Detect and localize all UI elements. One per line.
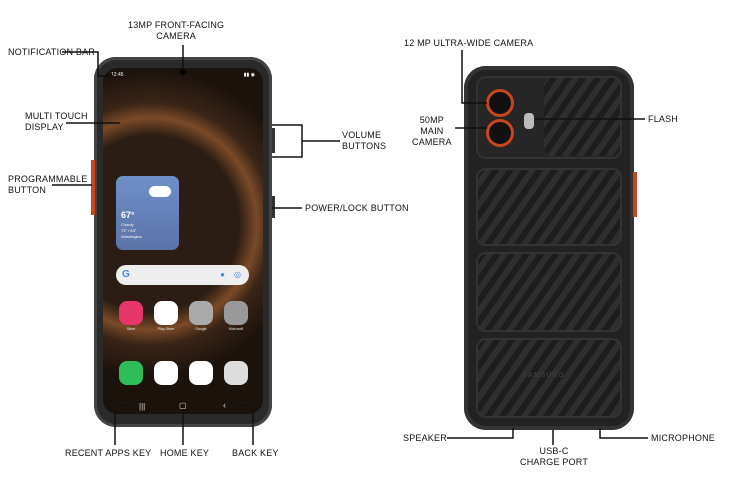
weather-city: Washington: [121, 234, 142, 239]
back-key[interactable]: ‹: [223, 400, 226, 410]
mic-icon[interactable]: ●: [220, 270, 225, 279]
label-notification-bar: NOTIFICATION BAR: [8, 47, 96, 57]
label-flash: FLASH: [648, 114, 679, 124]
app-label: Google: [195, 327, 207, 331]
app-label: Play Store: [157, 327, 175, 331]
label-back-key: BACK KEY: [232, 448, 279, 458]
label-front-camera: 13MP FRONT-FACING CAMERA: [128, 20, 225, 41]
status-time: 12:45: [111, 72, 124, 78]
label-programmable-button: PROGRAMMABLE BUTTON: [8, 174, 88, 195]
phone-front: 12:45 ▮▮ ◉ 67° Cloudy 73° / 63° Washingt…: [94, 57, 272, 427]
messages-app-icon[interactable]: [154, 361, 178, 385]
label-ultra-wide-camera: 12 MP ULTRA-WIDE CAMERA: [404, 38, 534, 48]
status-icons: ▮▮ ◉: [243, 72, 255, 78]
weather-range: 73° / 63°: [121, 228, 137, 233]
phone-back: SAMSUNG: [464, 66, 634, 430]
weather-condition: Cloudy: [121, 222, 134, 227]
label-home-key: HOME KEY: [160, 448, 210, 458]
programmable-button-back: [633, 172, 637, 217]
grip-texture: [544, 78, 620, 156]
lens-icon[interactable]: ◎: [234, 270, 241, 279]
phone-app-icon[interactable]: [119, 361, 143, 385]
programmable-button: [91, 160, 95, 215]
label-power-lock-button: POWER/LOCK BUTTON: [305, 203, 409, 213]
chrome-icon[interactable]: [189, 361, 213, 385]
grip-panel: [476, 168, 622, 246]
google-icon: G: [122, 269, 130, 280]
play-store-icon[interactable]: [154, 301, 178, 325]
weather-widget[interactable]: 67° Cloudy 73° / 63° Washington: [116, 176, 179, 250]
grip-panel: [476, 252, 622, 332]
google-search-bar[interactable]: G ● ◎: [116, 265, 249, 285]
volume-button: [272, 128, 275, 153]
weather-temp: 67°: [121, 210, 135, 220]
cloud-icon: [149, 186, 171, 197]
brand-logo: SAMSUNG: [522, 372, 565, 379]
front-camera-hole: [180, 69, 186, 75]
app-label: Microsoft: [228, 327, 244, 331]
home-key[interactable]: ▢: [179, 401, 187, 410]
recent-apps-key[interactable]: |||: [139, 402, 146, 411]
power-button: [272, 196, 275, 218]
label-usb-c: USB-C CHARGE PORT: [520, 446, 589, 467]
ultra-wide-camera-lens: [486, 89, 514, 117]
grip-panel: [476, 338, 622, 418]
display: 12:45 ▮▮ ◉ 67° Cloudy 73° / 63° Washingt…: [103, 68, 263, 414]
label-recent-apps-key: RECENT APPS KEY: [65, 448, 152, 458]
label-microphone: MICROPHONE: [651, 433, 716, 443]
flash: [524, 113, 534, 129]
camera-app-icon[interactable]: [224, 361, 248, 385]
app-store-icon[interactable]: [119, 301, 143, 325]
label-volume-buttons: VOLUME BUTTONS: [342, 130, 387, 151]
app-label: Store: [126, 327, 136, 331]
label-speaker: SPEAKER: [403, 433, 447, 443]
label-main-camera: 50MP MAIN CAMERA: [412, 115, 452, 147]
google-folder-icon[interactable]: [189, 301, 213, 325]
label-multi-touch-display: MULTI TOUCH DISPLAY: [25, 111, 88, 132]
main-camera-lens: [486, 119, 514, 147]
microsoft-folder-icon[interactable]: [224, 301, 248, 325]
